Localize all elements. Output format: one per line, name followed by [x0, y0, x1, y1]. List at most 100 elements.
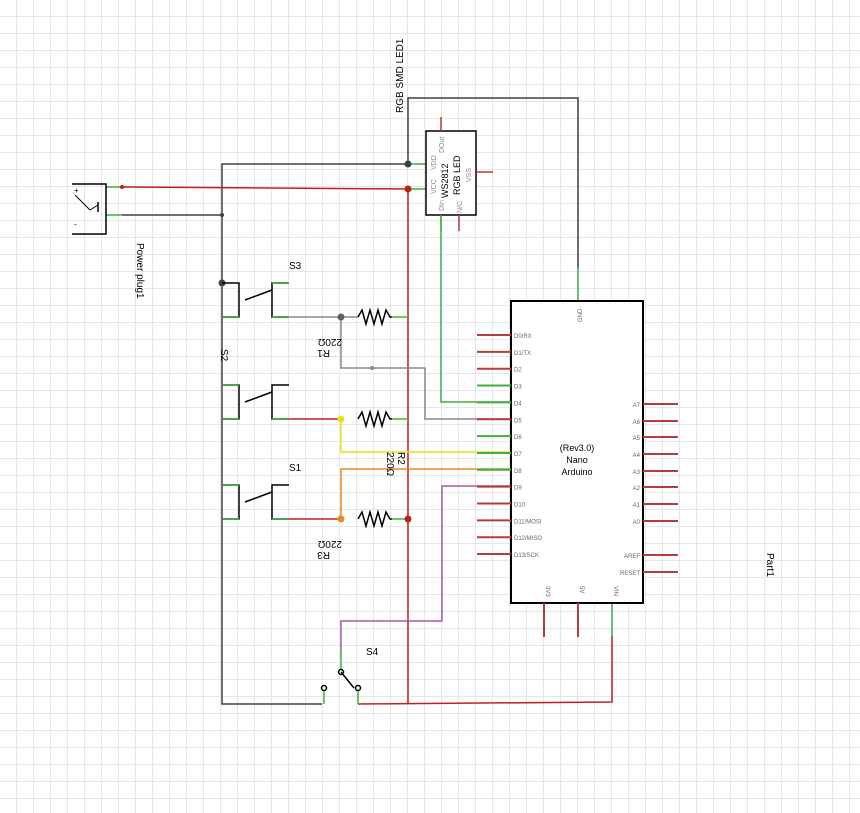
s3-left-leg [222, 282, 240, 318]
junction-r2 [337, 415, 345, 423]
s1-left-leg [222, 484, 240, 520]
arduino-pin-label-a5: A5 [633, 436, 641, 442]
s3-right-leg [271, 282, 289, 318]
arduino-pin-label-d6: D6 [514, 435, 522, 441]
arduino-pin-label-d12-miso: D12/MISO [514, 536, 542, 542]
wire-gnd-left[interactable] [221, 163, 408, 705]
arduino-pin-label-aref: AREF [624, 554, 640, 560]
junction-r1 [337, 313, 345, 321]
s2-left-leg [222, 384, 240, 420]
wires [106, 97, 613, 705]
button-s1[interactable]: S1 [222, 463, 302, 520]
arduino-nano[interactable]: (Rev3.0) Nano Arduino D0/RXD1/TXD2D3D4D5… [477, 300, 678, 637]
button-s2[interactable]: S2 [218, 349, 289, 420]
power-plug-minus: - [74, 220, 77, 229]
arduino-pin-label-vin: VIN [612, 586, 618, 596]
arduino-pin-label-d3: D3 [514, 385, 522, 391]
junction-small-2 [120, 185, 124, 189]
arduino-line2: Nano [566, 455, 588, 465]
r2-zigzag [357, 409, 392, 429]
r2-value: 220Ω [384, 452, 395, 477]
s1-label: S1 [289, 463, 302, 474]
switch-s4[interactable]: S4 [320, 647, 379, 704]
junction-small-1 [370, 366, 374, 370]
wire-gnd-top[interactable] [407, 97, 579, 268]
arduino-pin-label-d8: D8 [514, 469, 522, 475]
arduino-pin-label-5v: 5V [578, 586, 584, 593]
s4-left-contact [320, 684, 328, 692]
arduino-body [510, 300, 644, 604]
arduino-line1: (Rev3.0) [560, 443, 595, 453]
s2-right-leg [271, 384, 289, 420]
junction-r3 [337, 515, 345, 523]
s1-right-leg [271, 484, 289, 520]
wire-vcc-plug[interactable] [121, 186, 409, 190]
arduino-top-pins: GND [578, 308, 584, 322]
wire-din-d3[interactable] [440, 215, 510, 403]
arduino-pin-label-3v3: 3V3 [544, 586, 550, 597]
arduino-left-pins: D0/RXD1/TXD2D3D4D5D6D7D8D9D10D11/MOSID12… [477, 334, 542, 559]
resistor-r3[interactable]: R3 220Ω [317, 509, 392, 560]
s3-actuator [244, 289, 273, 301]
resistor-r1[interactable]: R1 220Ω [317, 307, 392, 358]
power-plug-contact-2 [89, 204, 99, 211]
arduino-pin-label-d11-mosi: D11/MOSI [514, 519, 542, 525]
arduino-pin-label-d13-sck: D13/SCK [514, 553, 539, 559]
arduino-pin-label-a7: A7 [633, 403, 641, 409]
junction-vcc [404, 185, 412, 193]
arduino-pin-label-a6: A6 [633, 420, 641, 426]
led-pin-label-vcc: VCC [431, 179, 438, 194]
wire-vin[interactable] [357, 636, 613, 705]
s1-actuator [244, 491, 273, 503]
r2-name: R2 [395, 452, 406, 465]
arduino-pin-label-d10: D10 [514, 503, 526, 509]
wire-s4-d8[interactable] [340, 485, 510, 652]
arduino-pin-label-d7: D7 [514, 452, 522, 458]
arduino-pin-label-a2: A2 [633, 486, 641, 492]
wire-r3-d7[interactable] [340, 468, 510, 519]
led-model: WS2812 [440, 163, 450, 198]
arduino-pin-label-d9: D9 [514, 486, 522, 492]
power-plug-plus: + [74, 186, 79, 195]
power-plug-label: Power plug1 [134, 243, 145, 299]
led-pin-label-din: DIn [439, 200, 446, 211]
arduino-pin-label-a3: A3 [633, 470, 641, 476]
led-type: RGB LED [452, 155, 462, 195]
s2-actuator [244, 391, 273, 403]
r1-value: 220Ω [317, 336, 342, 347]
power-plug-contact [74, 194, 91, 211]
led-pin-label-vdd: VDD [431, 155, 438, 170]
led-body [425, 130, 477, 216]
wire-r2-d6[interactable] [340, 419, 510, 453]
arduino-pin-label-a1: A1 [633, 503, 641, 509]
junction-gnd [404, 160, 412, 168]
r1-name: R1 [317, 347, 330, 358]
arduino-pin-label-d1-tx: D1/TX [514, 351, 531, 357]
arduino-pin-label-reset: RESET [620, 571, 640, 577]
s4-label: S4 [366, 647, 379, 658]
s4-blade [340, 671, 355, 689]
arduino-pin-label-a4: A4 [633, 453, 641, 459]
arduino-pin-label-a0: A0 [633, 520, 641, 526]
arduino-pin-label-gnd: GND [578, 308, 584, 322]
rgb-led[interactable]: RGB SMD LED1 WS2812 RGB LED VDD DOut VCC… [395, 38, 493, 231]
s3-label: S3 [289, 261, 302, 272]
led-pin-label-vss: VSS [466, 168, 473, 182]
s4-right-contact [354, 684, 362, 692]
arduino-pin-label-d0-rx: D0/RX [514, 334, 532, 340]
led-pin-label-nc: N/C [457, 201, 464, 213]
power-plug-body [72, 183, 107, 235]
arduino-bottom-pins: 3V3 5V VIN [543, 586, 618, 637]
wire-r1-d4[interactable] [340, 317, 510, 420]
led-pin-label-dout: DOut [439, 137, 446, 153]
arduino-pin-label-d2: D2 [514, 368, 522, 374]
s2-label: S2 [218, 349, 229, 362]
r3-name: R3 [317, 549, 330, 560]
power-plug[interactable]: + - Power plug1 [72, 183, 145, 299]
r1-zigzag [357, 307, 392, 327]
arduino-pin-label-d4: D4 [514, 401, 522, 407]
button-s3[interactable]: S3 [222, 261, 302, 318]
resistor-r2[interactable]: R2 220Ω [357, 409, 406, 477]
